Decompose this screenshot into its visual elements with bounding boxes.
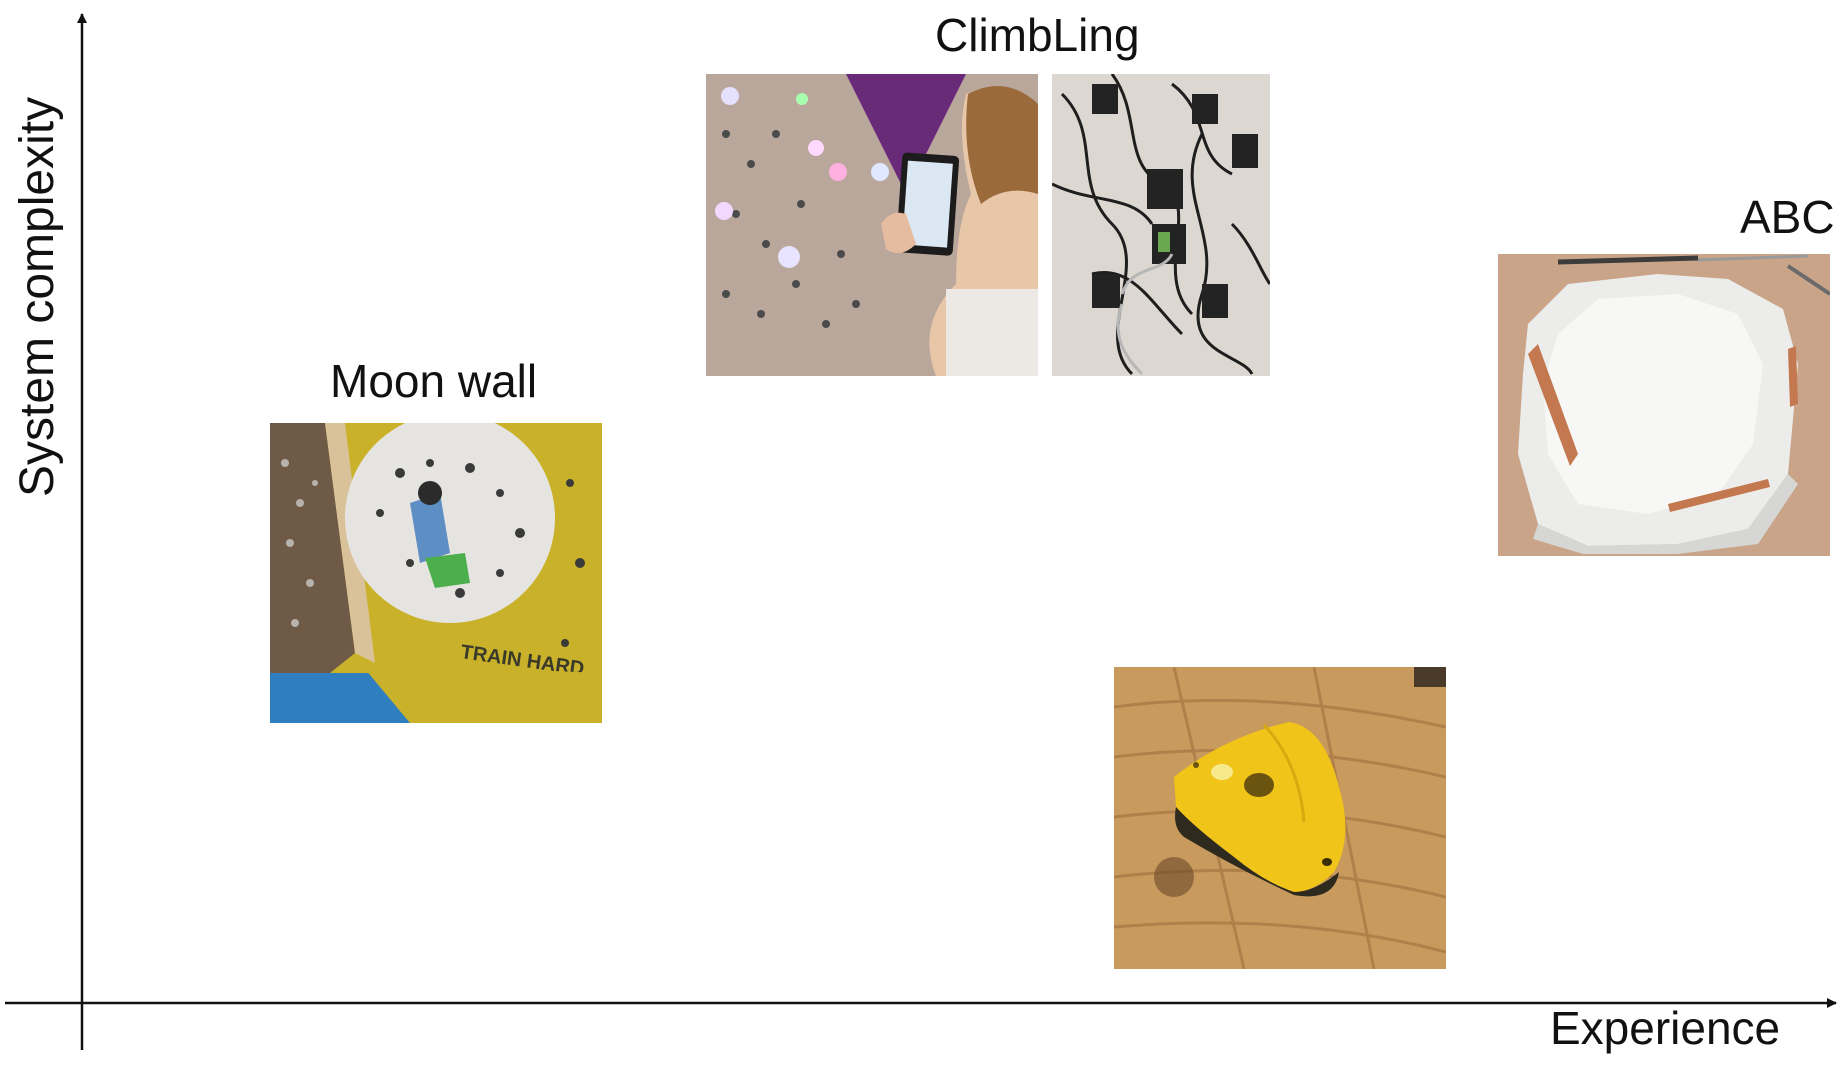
abc-hold-photo (1498, 254, 1830, 556)
abc-label: ABC (1740, 191, 1835, 243)
x-axis-label: Experience (1550, 1002, 1781, 1054)
moon-wall-label: Moon wall (330, 355, 538, 407)
climbling-label: ClimbLing (935, 9, 1140, 61)
climbling-wiring-photo (1052, 74, 1270, 376)
yellow-hold-photo (1114, 667, 1446, 969)
y-axis-label: System complexity (11, 96, 64, 497)
moon-wall-photo: TRAIN HARD (270, 423, 602, 723)
climbling-wall-tablet-photo (706, 74, 1038, 376)
